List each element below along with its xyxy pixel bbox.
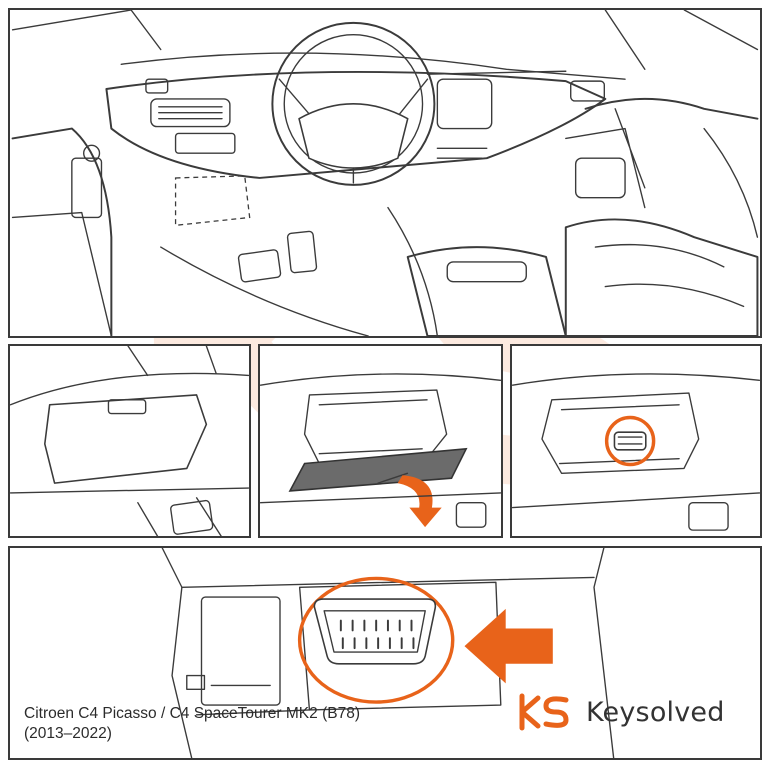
obd-port-closeup-illustration bbox=[161, 548, 615, 758]
obd-connector-icon bbox=[313, 598, 437, 665]
step-panel-port-visible bbox=[510, 344, 762, 538]
overview-panel bbox=[8, 8, 762, 338]
vehicle-caption: Citroen C4 Picasso / C4 SpaceTourer MK2 … bbox=[24, 704, 474, 744]
pointer-arrow-icon bbox=[464, 608, 553, 684]
fuse-cover-removed-illustration bbox=[260, 373, 501, 528]
port-highlight-ring-large bbox=[297, 576, 455, 704]
brand-name: Keysolved bbox=[586, 696, 725, 728]
step-panel-remove-cover bbox=[258, 344, 503, 538]
obd-port-small-icon bbox=[613, 431, 647, 451]
step-panel-locate-cover bbox=[8, 344, 251, 538]
closeup-panel bbox=[8, 546, 762, 760]
car-interior-illustration bbox=[11, 10, 759, 336]
obd-pin-row-bottom bbox=[341, 637, 415, 650]
vehicle-model: Citroen C4 Picasso / C4 SpaceTourer MK2 … bbox=[24, 705, 360, 722]
brand-block: Keysolved bbox=[516, 690, 725, 734]
obd-port-highlight-illustration bbox=[512, 373, 760, 531]
port-highlight-ring bbox=[604, 415, 656, 467]
fuse-cover-closed-illustration bbox=[10, 346, 249, 536]
obd-pin-row-top bbox=[339, 619, 413, 632]
ks-logo-icon bbox=[519, 693, 569, 731]
vehicle-years: (2013–2022) bbox=[24, 725, 112, 742]
